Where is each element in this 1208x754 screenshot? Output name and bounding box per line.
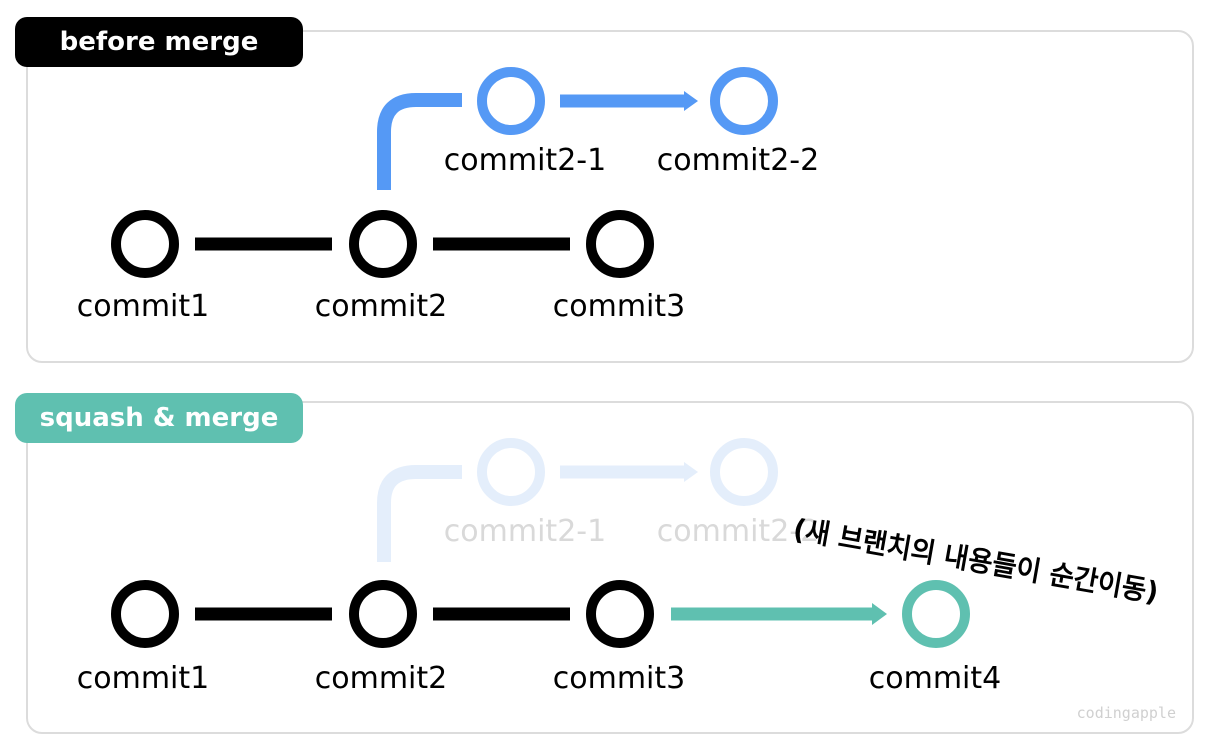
before-merge-panel <box>26 30 1194 363</box>
teleport-note: (새 브랜치의 내용들이 순간이동) <box>791 512 1161 609</box>
label-commit3: commit3 <box>553 289 685 324</box>
squash-merge-tag-label: squash & merge <box>39 403 279 433</box>
commit2-1-node <box>477 67 545 135</box>
commit1-node <box>111 580 179 648</box>
commit2-2-node <box>710 67 778 135</box>
label-commit2-2: commit2-2 <box>657 143 819 178</box>
squash-arrowhead <box>872 603 887 625</box>
watermark: codingapple <box>1077 704 1176 722</box>
commit1-node <box>111 210 179 278</box>
squash-merge-panel <box>26 401 1194 734</box>
faded-label-commit2-2: commit2-2 <box>657 514 819 549</box>
label-commit4: commit4 <box>869 661 1001 696</box>
faded-branch-curve <box>377 465 462 562</box>
before-merge-tag-label: before merge <box>59 27 259 57</box>
faded-commit2-2-node <box>710 438 778 506</box>
before-merge-tag: before merge <box>15 17 303 67</box>
branch-arrowhead <box>684 91 698 111</box>
faded-commit2-1-node <box>477 438 545 506</box>
label-commit2: commit2 <box>315 289 447 324</box>
commit3-node <box>586 210 654 278</box>
label-commit3: commit3 <box>553 661 685 696</box>
commit2-node <box>349 210 417 278</box>
commit4-node <box>902 580 970 648</box>
label-commit2: commit2 <box>315 661 447 696</box>
faded-label-commit2-1: commit2-1 <box>444 514 606 549</box>
label-commit1: commit1 <box>77 661 209 696</box>
commit3-node <box>586 580 654 648</box>
label-commit2-1: commit2-1 <box>444 143 606 178</box>
commit2-node <box>349 580 417 648</box>
squash-merge-tag: squash & merge <box>15 393 303 443</box>
label-commit1: commit1 <box>77 289 209 324</box>
faded-arrowhead <box>684 462 698 482</box>
branch-curve <box>377 93 462 190</box>
